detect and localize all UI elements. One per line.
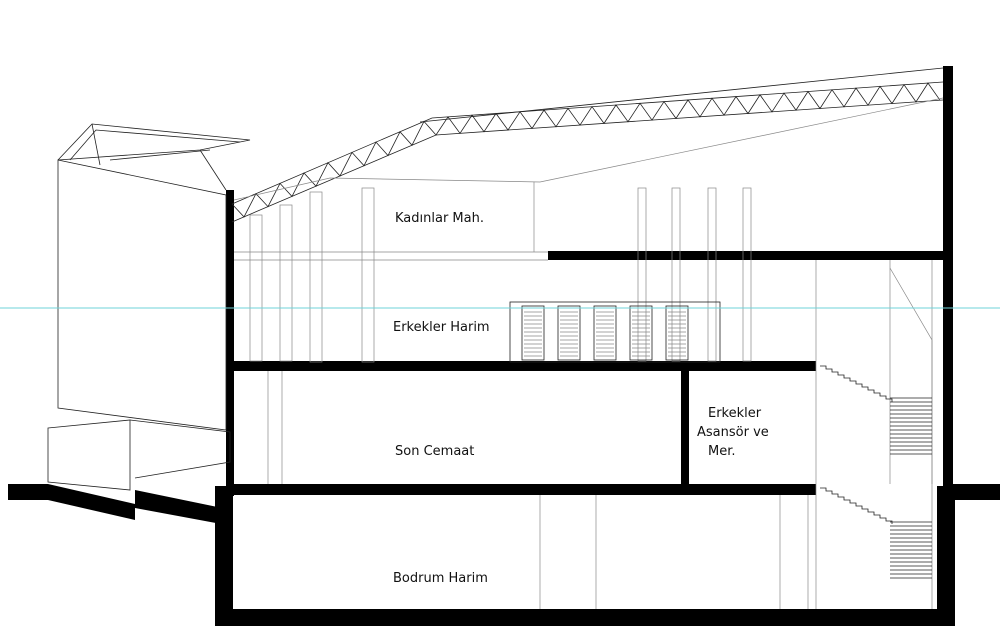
main-left-wall bbox=[226, 190, 234, 496]
roof-under-line-2 bbox=[233, 177, 541, 201]
basement-right-wall bbox=[937, 486, 955, 626]
ground-left bbox=[8, 484, 135, 520]
railing-panel bbox=[665, 305, 689, 361]
roof-outline bbox=[419, 67, 944, 123]
label-erkekler-asansor-3: Mer. bbox=[708, 444, 736, 459]
wall-elevator bbox=[681, 368, 689, 488]
left-facade bbox=[47, 123, 251, 491]
roof-under-line bbox=[539, 97, 944, 183]
label-erkekler-asansor-1: Erkekler bbox=[708, 406, 762, 421]
basement-left-wall bbox=[215, 486, 233, 626]
slab-level-1 bbox=[232, 361, 816, 371]
interior-lines bbox=[234, 182, 933, 609]
basement-floor bbox=[215, 609, 955, 626]
railing-panel bbox=[521, 305, 545, 361]
slab-upper-gallery bbox=[548, 251, 948, 260]
label-bodrum-harim: Bodrum Harim bbox=[393, 571, 488, 586]
ground-left-step bbox=[135, 490, 232, 526]
label-erkekler-harim: Erkekler Harim bbox=[393, 320, 490, 335]
slab-level-0 bbox=[232, 484, 816, 495]
gallery-railing bbox=[509, 301, 721, 363]
main-right-wall bbox=[943, 66, 953, 500]
roof-truss bbox=[231, 81, 944, 223]
railing-panel bbox=[629, 305, 653, 361]
stairs bbox=[820, 365, 932, 579]
ground-right bbox=[952, 484, 1000, 500]
label-kadinlar-mahfili: Kadınlar Mah. bbox=[395, 211, 484, 226]
railing-panel bbox=[593, 305, 617, 361]
railing-panel bbox=[557, 305, 581, 361]
label-son-cemaat: Son Cemaat bbox=[395, 444, 474, 459]
label-erkekler-asansor-2: Asansör ve bbox=[697, 425, 769, 440]
